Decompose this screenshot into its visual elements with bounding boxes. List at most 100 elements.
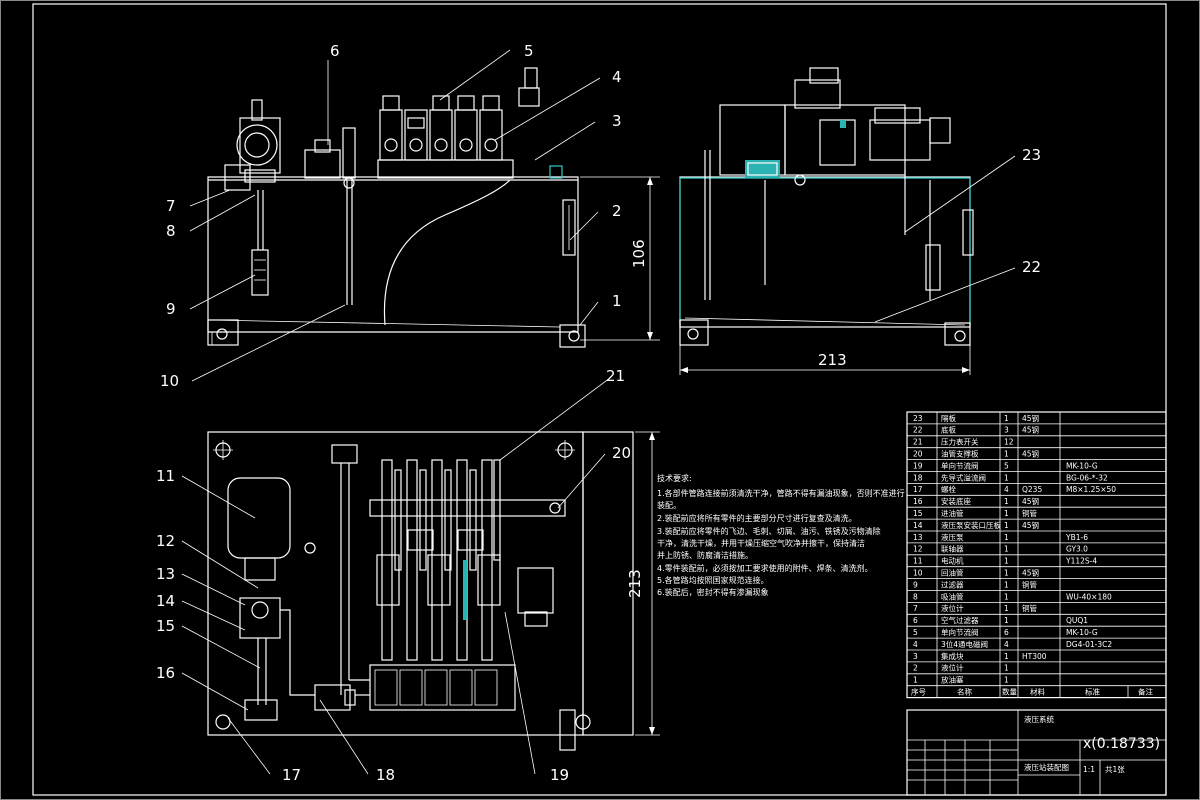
callout-1: 1 xyxy=(612,292,622,310)
dim-top-height: 213 xyxy=(626,569,644,598)
title-block: 液压系统 液压站装配图 1:1 共1张 x(0.18733) xyxy=(906,709,1167,796)
bom-cell-standard: BG-06-*-32 xyxy=(1066,473,1108,482)
dim-side-width: 213 xyxy=(818,351,847,369)
bom-cell-no: 21 xyxy=(913,438,923,447)
callout-13: 13 xyxy=(156,565,175,583)
title-sheet: 共1张 xyxy=(1105,765,1125,774)
bom-cell-name: 液位计 xyxy=(941,663,964,673)
bom-cell-standard: WU-40×180 xyxy=(1066,592,1112,601)
bom-cell-material: 铜管 xyxy=(1022,603,1038,613)
bom-cell-no: 20 xyxy=(913,450,923,459)
callout-19: 19 xyxy=(550,766,569,784)
bom-cell-qty: 1 xyxy=(1004,580,1009,589)
bom-cell-no: 19 xyxy=(913,461,923,470)
bom-cell-qty: 6 xyxy=(1004,628,1009,637)
bom-cell-no: 22 xyxy=(913,426,923,435)
front-view: 106 xyxy=(207,67,660,348)
top-view: 213 xyxy=(207,431,660,751)
title-drawing-name: 液压站装配图 xyxy=(1024,762,1069,772)
bom-cell-name: 底板 xyxy=(941,425,956,435)
bom-cell-name: 液位计 xyxy=(941,603,964,613)
bom-cell-material: 铜管 xyxy=(1022,508,1038,518)
bom-cell-name: 隔板 xyxy=(941,413,956,423)
callout-7: 7 xyxy=(166,197,176,215)
bom-cell-name: 回油管 xyxy=(941,568,964,578)
bom-cell-material: 45钢 xyxy=(1022,449,1039,459)
bom-cell-qty: 1 xyxy=(1004,521,1009,530)
bom-cell-name: 压力表开关 xyxy=(941,437,979,447)
callout-15: 15 xyxy=(156,617,175,635)
notes-line: 3.装配前应将零件的飞边、毛刺、切屑、油污、铁锈及污物清除 xyxy=(657,526,881,536)
bom-cell-qty: 1 xyxy=(1004,652,1009,661)
bom-cell-qty: 1 xyxy=(1004,664,1009,673)
bom-cell-no: 17 xyxy=(913,485,923,494)
callout-labels: 1 2 3 4 5 6 7 8 9 10 11 12 13 14 15 16 1… xyxy=(156,42,1041,784)
title-code: x(0.18733) xyxy=(1083,736,1160,752)
bom-cell-qty: 3 xyxy=(1004,426,1009,435)
notes-line: 1.各部件管路连接前须清洗干净，管路不得有漏油现象，否则不准进行 xyxy=(657,488,905,498)
bom-cell-no: 14 xyxy=(913,521,923,530)
bom-cell-qty: 1 xyxy=(1004,533,1009,542)
notes-line: 并上防锈、防腐清洁措施。 xyxy=(657,550,753,560)
bom-cell-name: 螺栓 xyxy=(941,484,956,494)
bom-cell-no: 5 xyxy=(913,628,918,637)
bom-cell-qty: 5 xyxy=(1004,461,1009,470)
callout-11: 11 xyxy=(156,467,175,485)
bom-cell-no: 16 xyxy=(913,497,923,506)
callout-12: 12 xyxy=(156,532,175,550)
callout-20: 20 xyxy=(612,444,631,462)
bom-cell-no: 2 xyxy=(913,664,918,673)
bom-cell-qty: 1 xyxy=(1004,604,1009,613)
bom-cell-name: 放油塞 xyxy=(941,675,964,685)
bom-cell-standard: M8×1.25×50 xyxy=(1066,485,1116,494)
bom-header-standard: 标准 xyxy=(1085,687,1101,697)
callout-5: 5 xyxy=(524,42,534,60)
bom-header-note: 备注 xyxy=(1138,687,1154,697)
callout-16: 16 xyxy=(156,664,175,682)
bom-cell-standard: YB1-6 xyxy=(1065,533,1088,542)
bom-header-name: 名称 xyxy=(957,687,972,697)
bom-cell-no: 7 xyxy=(913,604,918,613)
bom-cell-standard: MK-10-G xyxy=(1066,461,1098,470)
callout-22: 22 xyxy=(1022,258,1041,276)
bom-cell-material: HT300 xyxy=(1022,652,1047,661)
callout-9: 9 xyxy=(166,300,176,318)
bom-cell-no: 10 xyxy=(913,569,923,578)
bom-cell-no: 6 xyxy=(913,616,918,625)
bom-cell-name: 先导式溢流阀 xyxy=(941,472,986,482)
bom-cell-qty: 1 xyxy=(1004,676,1009,685)
bom-cell-name: 集成块 xyxy=(941,651,964,661)
notes-line: 装配。 xyxy=(657,500,681,510)
bom-cell-name: 过滤器 xyxy=(941,579,964,589)
bom-cell-name: 空气过滤器 xyxy=(941,615,979,625)
notes-line: 2.装配前应将所有零件的主要部分尺寸进行复查及清洗。 xyxy=(657,513,857,523)
bom-cell-no: 23 xyxy=(913,414,923,423)
bom-cell-no: 18 xyxy=(913,473,923,482)
inner-frame xyxy=(32,3,1167,796)
bom-cell-no: 11 xyxy=(913,557,923,566)
bom-cell-qty: 1 xyxy=(1004,616,1009,625)
callout-14: 14 xyxy=(156,592,175,610)
callout-6: 6 xyxy=(330,42,340,60)
bom-cell-qty: 1 xyxy=(1004,569,1009,578)
callout-3: 3 xyxy=(612,112,622,130)
bom-cell-qty: 1 xyxy=(1004,473,1009,482)
callout-23: 23 xyxy=(1022,146,1041,164)
bom-cell-name: 液压泵 xyxy=(941,532,964,542)
notes-line: 干净，清洗干燥，并用干燥压缩空气吹净并擦干，保持清洁 xyxy=(657,538,865,548)
technical-notes: 技术要求: 1.各部件管路连接前须清洗干净，管路不得有漏油现象，否则不准进行 装… xyxy=(657,473,905,597)
callout-21: 21 xyxy=(606,367,625,385)
bom-cell-qty: 1 xyxy=(1004,509,1009,518)
bom-cell-standard: Y112S-4 xyxy=(1065,557,1097,566)
bom-cell-no: 12 xyxy=(913,545,923,554)
callout-8: 8 xyxy=(166,222,176,240)
bom-cell-name: 进油管 xyxy=(941,508,964,518)
bom-cell-material: 45钢 xyxy=(1022,496,1039,506)
bom-cell-no: 3 xyxy=(913,652,918,661)
bom-cell-material: 铜管 xyxy=(1022,579,1038,589)
bom-cell-material: 45钢 xyxy=(1022,568,1039,578)
bom-cell-qty: 1 xyxy=(1004,545,1009,554)
bom-cell-name: 油管支撑板 xyxy=(941,449,979,459)
